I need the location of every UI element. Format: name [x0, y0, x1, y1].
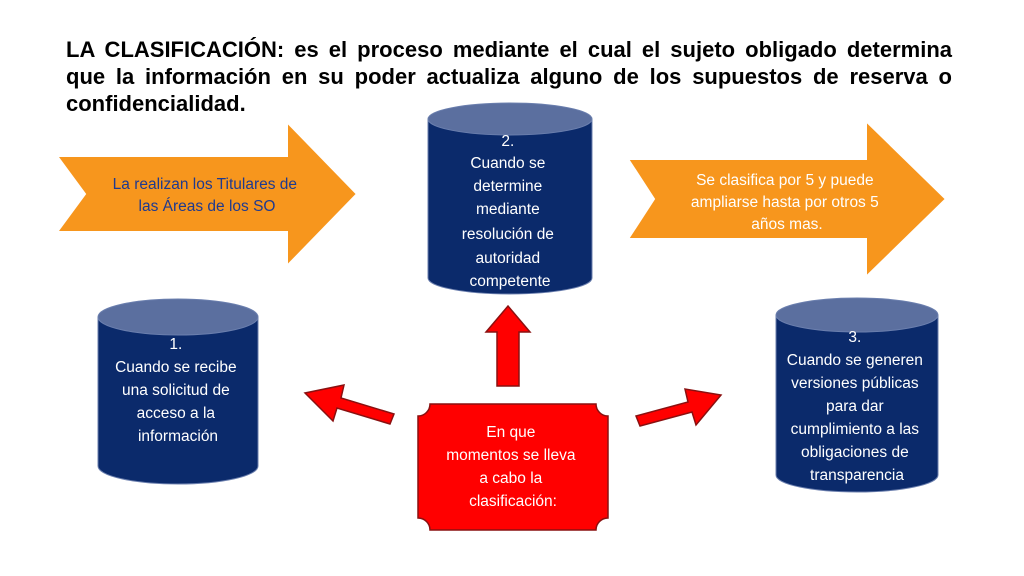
right-orange-arrow	[626, 118, 948, 280]
right-arrow-text: Se clasifica por 5 y puede ampliarse has…	[691, 172, 883, 233]
red-arrow-up	[484, 304, 532, 387]
cylinder-2: 2. Cuando se determine mediante resoluci…	[427, 102, 593, 295]
cylinder-1-text: 1. Cuando se recibe una solicitud de acc…	[115, 336, 241, 445]
cylinder-2-text: 2. Cuando se determine mediante resoluci…	[462, 133, 559, 290]
left-arrow-text: La realizan los Titulares de las Áreas d…	[113, 176, 302, 215]
cylinder-3-text: 3. Cuando se generen versiones públicas …	[787, 329, 927, 484]
red-arrow-left	[303, 384, 396, 425]
center-box	[417, 403, 609, 531]
cylinder-1: 1. Cuando se recibe una solicitud de acc…	[97, 298, 259, 485]
left-orange-arrow	[55, 119, 359, 269]
cylinder-3: 3. Cuando se generen versiones públicas …	[775, 297, 939, 493]
red-arrow-right	[634, 388, 723, 427]
page-title: LA CLASIFICACIÓN: es el proceso mediante…	[66, 37, 952, 116]
center-box-text: En que momentos se lleva a cabo la clasi…	[446, 424, 580, 510]
